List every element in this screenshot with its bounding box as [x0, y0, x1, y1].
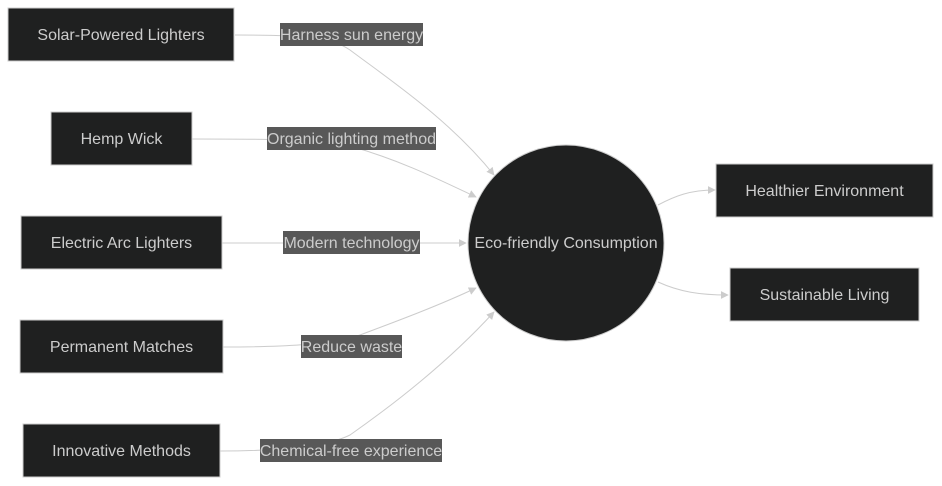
edge-center-to-healthier [657, 186, 716, 206]
edge-label-text: Chemical-free experience [260, 443, 442, 460]
edge-label-text: Harness sun energy [280, 27, 423, 44]
node-hemp-wick: Hemp Wick [50, 111, 193, 166]
node-label: Hemp Wick [81, 131, 164, 148]
node-electric-arc-lighters: Electric Arc Lighters [20, 215, 223, 270]
node-innovative-methods: Innovative Methods [22, 423, 221, 478]
node-label: Sustainable Living [760, 287, 890, 304]
edge-label-permanent: Reduce waste [301, 335, 402, 358]
edge-label-innovative: Chemical-free experience [260, 439, 442, 462]
edge-label-text: Modern technology [283, 235, 419, 252]
node-label: Electric Arc Lighters [51, 235, 192, 252]
node-eco-friendly-consumption: Eco-friendly Consumption [467, 144, 665, 342]
node-label: Solar-Powered Lighters [37, 27, 204, 44]
edge-center-to-sustainable [657, 281, 729, 299]
node-sustainable-living: Sustainable Living [729, 267, 920, 322]
edge-label-electric: Modern technology [283, 231, 420, 254]
node-healthier-environment: Healthier Environment [715, 163, 934, 218]
node-permanent-matches: Permanent Matches [19, 319, 224, 374]
node-label: Eco-friendly Consumption [474, 235, 657, 252]
edge-label-solar: Harness sun energy [280, 23, 423, 46]
node-label: Permanent Matches [50, 339, 193, 356]
edge-solar-to-center [234, 34, 495, 176]
edge-label-hemp: Organic lighting method [267, 127, 436, 150]
edge-label-text: Reduce waste [301, 339, 402, 356]
node-solar-powered-lighters: Solar-Powered Lighters [7, 7, 235, 62]
edge-innovative-to-center [219, 311, 495, 452]
node-label: Healthier Environment [745, 183, 904, 200]
edge-label-text: Organic lighting method [267, 131, 436, 148]
node-label: Innovative Methods [52, 443, 191, 460]
